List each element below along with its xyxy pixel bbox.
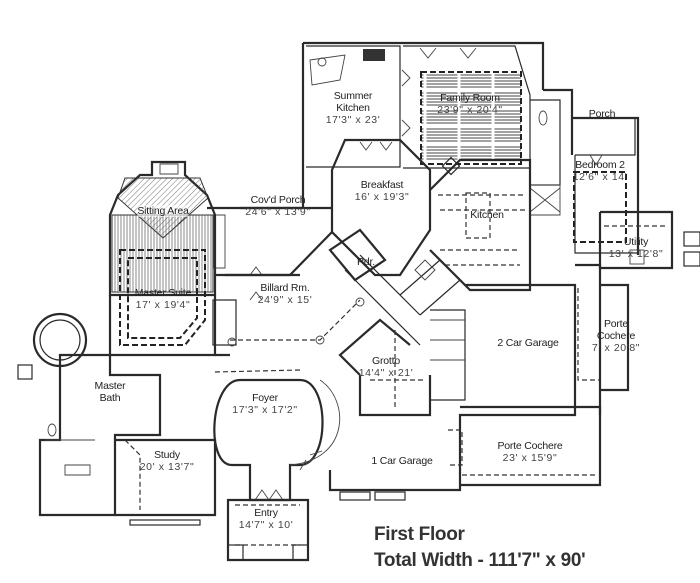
room-name-line2: Cochere — [596, 330, 636, 342]
billiard-room-walls — [212, 273, 365, 373]
room-name: Porch — [588, 108, 616, 120]
room-dimensions: 12'6" x 14' — [572, 171, 628, 183]
room-family-room: Family Room 23'9" x 20'4" — [437, 92, 502, 116]
room-name: Sitting Area — [137, 205, 189, 217]
room-grotto: Grotto 14'4" x 21' — [359, 355, 414, 379]
room-utility: Utility 13' x 12'8" — [609, 236, 664, 260]
room-name-line2: Bath — [99, 392, 121, 404]
room-covered-porch: Cov'd Porch 24'6" x 13'9" — [245, 194, 310, 218]
room-dimensions: 14'7" x 10' — [238, 519, 294, 531]
foyer-walls — [213, 378, 341, 502]
room-name: Master Suite — [134, 287, 192, 299]
room-dimensions: 13' x 12'8" — [608, 248, 664, 260]
room-master-bath: Master Bath — [95, 380, 126, 404]
breakfast-walls — [330, 138, 432, 277]
plan-subtitle: Total Width - 111'7" x 90' — [374, 550, 586, 571]
room-name: Grotto — [372, 355, 400, 367]
room-name: Entry — [254, 507, 278, 519]
room-dimensions: 16' x 19'3" — [354, 191, 410, 203]
plan-title: First Floor — [374, 524, 465, 545]
room-kitchen: Kitchen — [470, 209, 504, 221]
room-two-car-garage: 2 Car Garage — [497, 337, 558, 349]
room-name: Billard Rm. — [260, 282, 310, 294]
room-name: Porte — [603, 318, 629, 330]
kitchen-walls — [429, 156, 532, 292]
room-one-car-garage: 1 Car Garage — [371, 455, 432, 467]
family-room-walls — [403, 45, 531, 169]
room-name: Breakfast — [360, 179, 404, 191]
room-name: 2 Car Garage — [497, 337, 559, 349]
room-dimensions: 17'3" x 23' — [325, 114, 381, 126]
room-dimensions: 17'3" x 17'2" — [232, 404, 298, 416]
room-breakfast: Breakfast 16' x 19'3" — [355, 179, 410, 203]
room-name: Family Room — [440, 92, 500, 104]
room-name-line2: Kitchen — [336, 102, 370, 114]
utility-walls — [598, 210, 700, 270]
room-entry: Entry 14'7" x 10' — [239, 507, 294, 531]
room-porte-cochere-front: Porte Cochere 23' x 15'9" — [497, 440, 562, 464]
sitting-area-walls — [108, 160, 217, 297]
room-powder: Pdr. — [357, 256, 375, 268]
covered-porch-walls — [207, 206, 333, 277]
room-dimensions: 20' x 13'7" — [139, 461, 195, 473]
gallery-walls — [328, 228, 461, 346]
room-name: Cov'd Porch — [250, 194, 306, 206]
room-name: Kitchen — [470, 209, 504, 221]
plan-caption: First Floor Total Width - 111'7" x 90' — [374, 522, 586, 574]
room-name: Study — [154, 449, 180, 461]
room-name: Foyer — [252, 392, 278, 404]
room-dimensions: 7' x 20'8" — [591, 342, 641, 354]
room-dimensions: 24'6" x 13'9" — [245, 206, 311, 218]
room-study: Study 20' x 13'7" — [140, 449, 195, 473]
room-dimensions: 14'4" x 21' — [358, 367, 414, 379]
room-foyer: Foyer 17'3" x 17'2" — [232, 392, 297, 416]
room-name: Utility — [623, 236, 649, 248]
grotto-walls — [338, 309, 466, 417]
room-porch: Porch — [588, 108, 616, 120]
room-master-suite: Master Suite 17' x 19'4" — [135, 287, 192, 311]
room-name: Porte Cochere — [497, 440, 563, 452]
room-sitting-area: Sitting Area — [137, 205, 189, 217]
master-bath-walls — [17, 312, 162, 517]
room-bedroom-2: Bedroom 2 12'6" x 14' — [573, 159, 628, 183]
study-walls — [115, 438, 217, 526]
garage-walls — [328, 263, 630, 501]
room-summer-kitchen: Summer Kitchen 17'3" x 23' — [326, 90, 381, 126]
room-dimensions: 23'9" x 20'4" — [437, 104, 503, 116]
room-porte-cochere-side: Porte Cochere 7' x 20'8" — [592, 318, 640, 354]
room-name: Summer — [333, 90, 373, 102]
master-suite-walls — [108, 249, 217, 357]
room-dimensions: 23' x 15'9" — [502, 452, 558, 464]
room-name: 1 Car Garage — [371, 455, 433, 467]
room-dimensions: 17' x 19'4" — [135, 299, 191, 311]
room-name: Master — [94, 380, 126, 392]
room-dimensions: 24'9" x 15' — [257, 294, 313, 306]
room-billiard: Billard Rm. 24'9" x 15' — [258, 282, 313, 306]
entry-walls — [226, 498, 310, 562]
room-name: Bedroom 2 — [575, 159, 625, 171]
room-name: Pdr. — [357, 256, 375, 268]
